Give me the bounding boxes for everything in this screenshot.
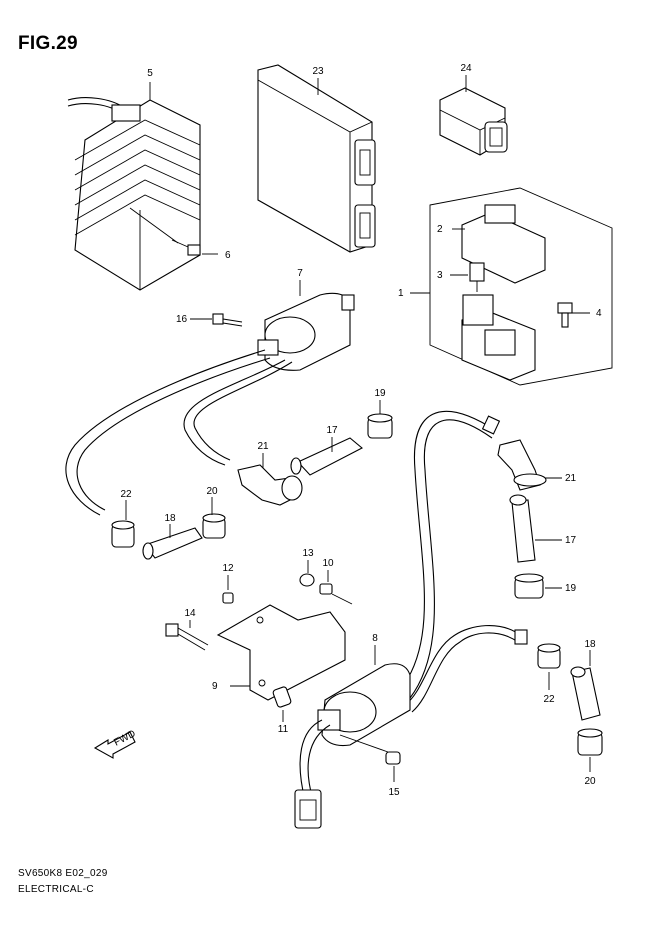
bolt-4[interactable]: [557, 302, 573, 328]
ignition-coil-8[interactable]: [317, 663, 411, 747]
boot-18-right[interactable]: [570, 666, 601, 721]
callout-23: 23: [312, 66, 324, 77]
callout-21-right: 21: [565, 473, 577, 484]
washer-13[interactable]: [299, 573, 315, 587]
boot-18-left[interactable]: [142, 527, 203, 560]
callout-18-left: 18: [164, 513, 176, 524]
callout-19-upper: 19: [374, 388, 386, 399]
callout-17-upper: 17: [326, 425, 338, 436]
callout-13: 13: [302, 548, 314, 559]
callout-8: 8: [372, 633, 378, 644]
ecm-unit[interactable]: [257, 64, 376, 253]
callout-16: 16: [176, 314, 188, 325]
callout-4: 4: [596, 308, 602, 319]
callout-7: 7: [297, 268, 303, 279]
figure-title: FIG.29: [18, 33, 78, 54]
callout-6: 6: [225, 250, 231, 261]
fwd-arrow-icon: FWD: [93, 728, 138, 759]
section-name: ELECTRICAL-C: [18, 884, 94, 895]
seal-19-upper[interactable]: [367, 413, 393, 439]
ignition-coil-7[interactable]: [257, 292, 355, 371]
callout-14: 14: [184, 608, 196, 619]
callout-21-upper: 21: [257, 441, 269, 452]
cap-22-right[interactable]: [537, 643, 561, 669]
bracket-9[interactable]: [216, 604, 346, 701]
callout-12: 12: [222, 563, 234, 574]
callout-22-right: 22: [543, 694, 555, 705]
seal-20-left[interactable]: [202, 513, 226, 539]
callout-1: 1: [398, 288, 404, 299]
plug-cap-21-right[interactable]: [497, 439, 547, 491]
collar-11[interactable]: [272, 686, 292, 708]
seal-20-right[interactable]: [577, 728, 603, 756]
callout-10: 10: [322, 558, 334, 569]
callout-9: 9: [212, 681, 218, 692]
callout-22-left: 22: [120, 489, 132, 500]
seal-19-right[interactable]: [514, 573, 544, 599]
nut-15[interactable]: [385, 751, 401, 765]
callout-24: 24: [460, 63, 472, 74]
callout-20-left: 20: [206, 486, 218, 497]
fuse-3[interactable]: [469, 262, 485, 292]
plug-cap-21-upper[interactable]: [237, 464, 303, 506]
starter-relay-box: [429, 187, 613, 386]
callout-18-right: 18: [584, 639, 596, 650]
callout-3: 3: [437, 270, 443, 281]
bolt-16[interactable]: [212, 313, 243, 327]
cap-22-left[interactable]: [111, 520, 135, 548]
callout-2: 2: [437, 224, 443, 235]
callout-19-right: 19: [565, 583, 577, 594]
nut-10[interactable]: [319, 583, 333, 595]
relay-24[interactable]: [439, 87, 508, 156]
callout-5: 5: [147, 68, 153, 79]
regulator-rectifier[interactable]: [67, 97, 201, 291]
callout-17-right: 17: [565, 535, 577, 546]
plug-cap-17-upper[interactable]: [290, 437, 363, 476]
plug-cap-17-right[interactable]: [509, 494, 536, 563]
starter-relay[interactable]: [461, 294, 536, 381]
nut-12[interactable]: [222, 592, 234, 604]
callout-20-right: 20: [584, 776, 596, 787]
model-code: SV650K8 E02_029: [18, 868, 108, 879]
bolt-14[interactable]: [165, 623, 209, 651]
callout-15: 15: [388, 787, 400, 798]
callout-11: 11: [278, 724, 289, 735]
